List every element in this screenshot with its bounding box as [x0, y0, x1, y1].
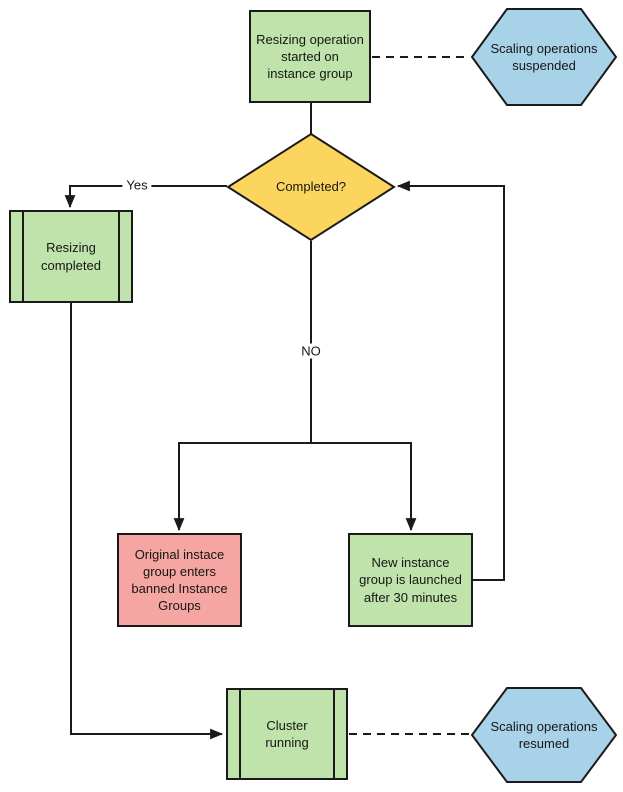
node-new-instance-group-label: New instance group is launched after 30 …	[359, 555, 462, 605]
node-cluster-running: Cluster running	[226, 688, 348, 780]
edge-resizing-completed-to-cluster	[70, 303, 224, 740]
edge-new-instance-group-to-decision	[396, 180, 505, 581]
edge-label-yes: Yes	[122, 177, 152, 193]
node-scaling-resumed: Scaling operations resumed	[482, 687, 606, 783]
node-start: Resizing operation started on instance g…	[249, 10, 371, 103]
edge-decision-yes	[64, 185, 227, 209]
predefined-process-bar-right	[333, 688, 335, 780]
node-resizing-completed-label: Resizing completed	[41, 240, 101, 273]
node-completed-decision-label: Completed?	[275, 179, 347, 195]
predefined-process-bar-right	[118, 210, 120, 303]
node-cluster-running-label: Cluster running	[265, 717, 309, 750]
node-start-label: Resizing operation started on instance g…	[256, 31, 364, 82]
decision-diamond-shape	[226, 132, 396, 242]
node-resizing-completed: Resizing completed	[9, 210, 133, 303]
edge-label-no: NO	[297, 343, 325, 359]
node-banned-group-label: Original instace group enters banned Ins…	[131, 546, 228, 614]
node-banned-group: Original instace group enters banned Ins…	[117, 533, 242, 627]
edge-label-no-text: NO	[301, 343, 321, 359]
edge-no-to-banned-group	[173, 442, 311, 532]
predefined-process-bar-left	[239, 688, 241, 780]
resumed-hexagon-shape	[470, 687, 618, 783]
node-scaling-suspended: Scaling operations suspended	[482, 8, 606, 106]
edge-no-to-new-instance-group	[311, 442, 417, 532]
node-scaling-suspended-label: Scaling operations suspended	[490, 40, 598, 73]
node-scaling-resumed-label: Scaling operations resumed	[490, 718, 598, 751]
edge-label-yes-text: Yes	[126, 177, 148, 193]
suspended-hexagon-shape	[470, 8, 618, 106]
predefined-process-bar-left	[22, 210, 24, 303]
node-new-instance-group: New instance group is launched after 30 …	[348, 533, 473, 627]
node-completed-decision: Completed?	[228, 134, 394, 240]
